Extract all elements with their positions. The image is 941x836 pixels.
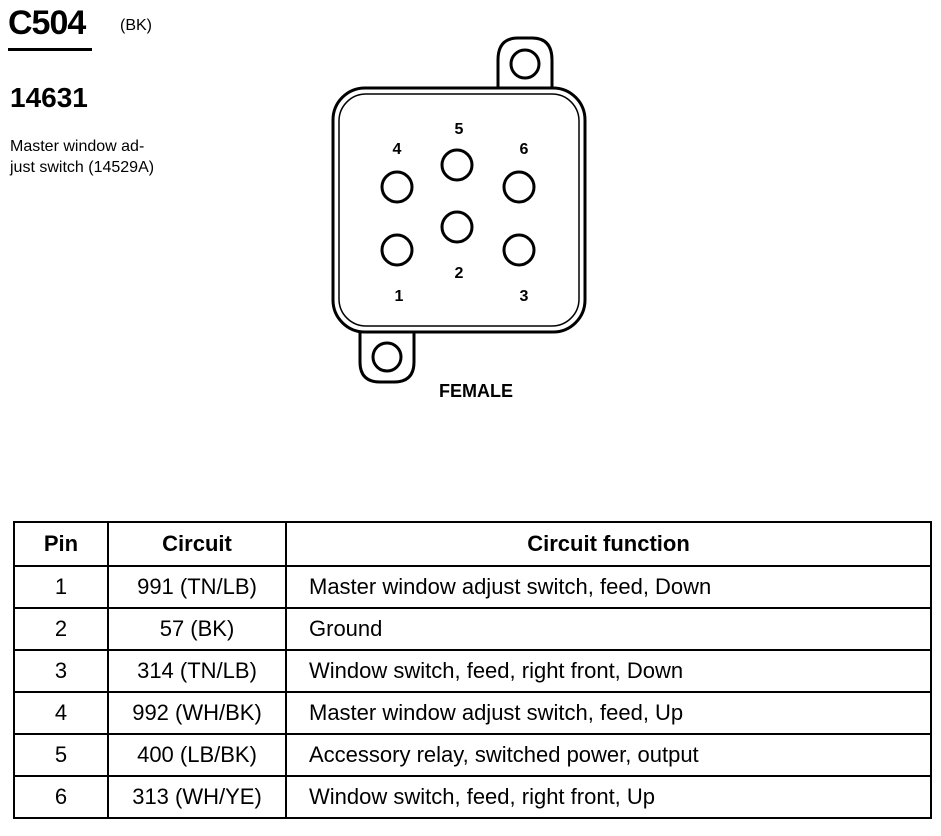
pin-cavity-5 [440, 148, 474, 182]
pin-label-3: 3 [520, 288, 529, 305]
connector-outline: 4 5 6 1 2 3 [331, 36, 587, 384]
mounting-hole-top [509, 48, 541, 80]
row-circuit: 313 (WH/YE) [107, 775, 287, 819]
row-pin: 4 [13, 691, 109, 735]
row-function: Accessory relay, switched power, output [285, 733, 932, 777]
row-function: Window switch, feed, right front, Down [285, 649, 932, 693]
row-pin: 1 [13, 565, 109, 609]
row-circuit: 57 (BK) [107, 607, 287, 651]
pin-label-2: 2 [455, 265, 464, 282]
connector-gender-label: FEMALE [439, 381, 513, 401]
table-row: 5 400 (LB/BK) Accessory relay, switched … [13, 733, 932, 777]
header-circuit-function: Circuit function [285, 521, 932, 567]
row-function: Window switch, feed, right front, Up [285, 775, 932, 819]
table-row: 4 992 (WH/BK) Master window adjust switc… [13, 691, 932, 735]
connector-color: (BK) [120, 17, 152, 34]
header-pin: Pin [13, 521, 109, 567]
row-function: Ground [285, 607, 932, 651]
row-pin: 2 [13, 607, 109, 651]
mounting-hole-bottom [371, 341, 403, 373]
connector-face-diagram: 4 5 6 1 2 3 [320, 30, 610, 390]
connector-id-underline [8, 48, 92, 51]
description-line-2: just switch (14529A) [10, 159, 155, 176]
table-row: 6 313 (WH/YE) Window switch, feed, right… [13, 775, 932, 819]
table-header-row: Pin Circuit Circuit function [13, 521, 932, 567]
part-number: 14631 [10, 82, 88, 113]
table-row: 1 991 (TN/LB) Master window adjust switc… [13, 565, 932, 609]
pin-label-5: 5 [455, 121, 464, 138]
connector-id: C504 [8, 4, 86, 42]
row-pin: 3 [13, 649, 109, 693]
row-pin: 5 [13, 733, 109, 777]
row-circuit: 314 (TN/LB) [107, 649, 287, 693]
connector-body-inner [338, 93, 580, 327]
pin-cavity-3 [502, 233, 536, 267]
pin-cavity-2 [440, 210, 474, 244]
pin-label-6: 6 [520, 141, 529, 158]
pin-label-4: 4 [393, 141, 402, 158]
table-row: 2 57 (BK) Ground [13, 607, 932, 651]
row-function: Master window adjust switch, feed, Down [285, 565, 932, 609]
row-function: Master window adjust switch, feed, Up [285, 691, 932, 735]
row-circuit: 991 (TN/LB) [107, 565, 287, 609]
pin-cavity-1 [380, 233, 414, 267]
connector-description: Master window ad- just switch (14529A) [10, 136, 154, 178]
row-circuit: 400 (LB/BK) [107, 733, 287, 777]
pin-cavity-4 [380, 170, 414, 204]
header-circuit: Circuit [107, 521, 287, 567]
table-row: 3 314 (TN/LB) Window switch, feed, right… [13, 649, 932, 693]
description-line-1: Master window ad- [10, 138, 145, 155]
pin-circuit-table: Pin Circuit Circuit function 1 991 (TN/L… [13, 521, 932, 819]
pin-label-1: 1 [395, 288, 404, 305]
row-pin: 6 [13, 775, 109, 819]
row-circuit: 992 (WH/BK) [107, 691, 287, 735]
pin-cavity-6 [502, 170, 536, 204]
